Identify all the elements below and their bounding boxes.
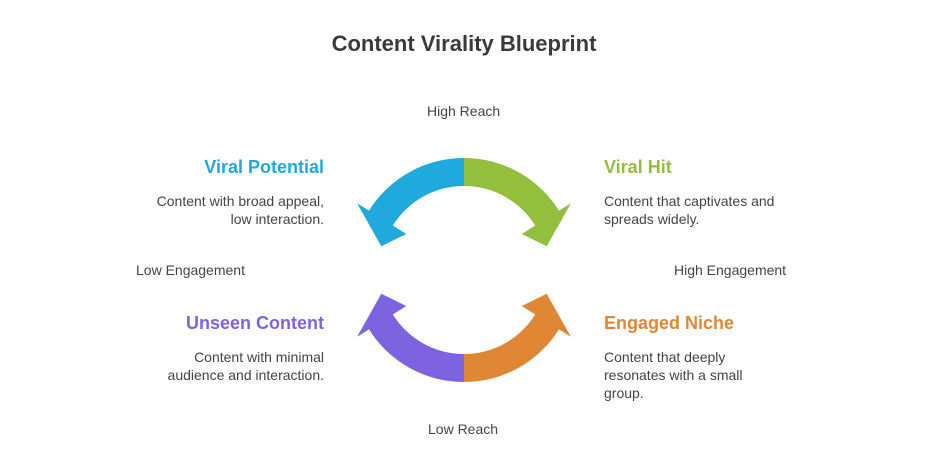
- quadrant-arrow-bottom-left: [357, 293, 464, 382]
- desc-line: resonates with a small: [604, 367, 743, 383]
- desc-line: Content with minimal: [194, 349, 324, 365]
- desc-line: group.: [604, 385, 644, 401]
- desc-line: audience and interaction.: [167, 367, 324, 383]
- quadrant-arrow-bottom-right: [464, 293, 571, 383]
- quadrant-desc-engaged-niche: Content that deeply resonates with a sma…: [604, 348, 743, 402]
- desc-line: low interaction.: [230, 211, 324, 227]
- desc-line: Content that captivates and: [604, 193, 775, 209]
- axis-label-left: Low Engagement: [136, 262, 245, 278]
- axis-label-top: High Reach: [427, 103, 501, 119]
- axis-label-bottom: Low Reach: [428, 421, 499, 437]
- quadrant-title-engaged-niche: Engaged Niche: [604, 313, 735, 333]
- quadrant-title-viral-hit: Viral Hit: [604, 157, 672, 177]
- desc-line: Content that deeply: [604, 349, 726, 365]
- quadrant-desc-viral-potential: Content with broad appeal, low interacti…: [157, 192, 324, 228]
- quadrant-title-viral-potential: Viral Potential: [204, 157, 324, 177]
- axis-label-right: High Engagement: [674, 262, 787, 278]
- page-title: Content Virality Blueprint: [331, 31, 597, 56]
- quadrant-desc-viral-hit: Content that captivates and spreads wide…: [604, 192, 774, 228]
- desc-line: spreads widely.: [604, 211, 700, 227]
- quadrant-arrow-top-left: [357, 157, 464, 247]
- quadrant-title-unseen-content: Unseen Content: [185, 313, 324, 333]
- quadrant-arrow-top-right: [464, 157, 571, 247]
- quadrant-desc-unseen-content: Content with minimal audience and intera…: [168, 348, 324, 384]
- desc-line: Content with broad appeal,: [156, 193, 324, 209]
